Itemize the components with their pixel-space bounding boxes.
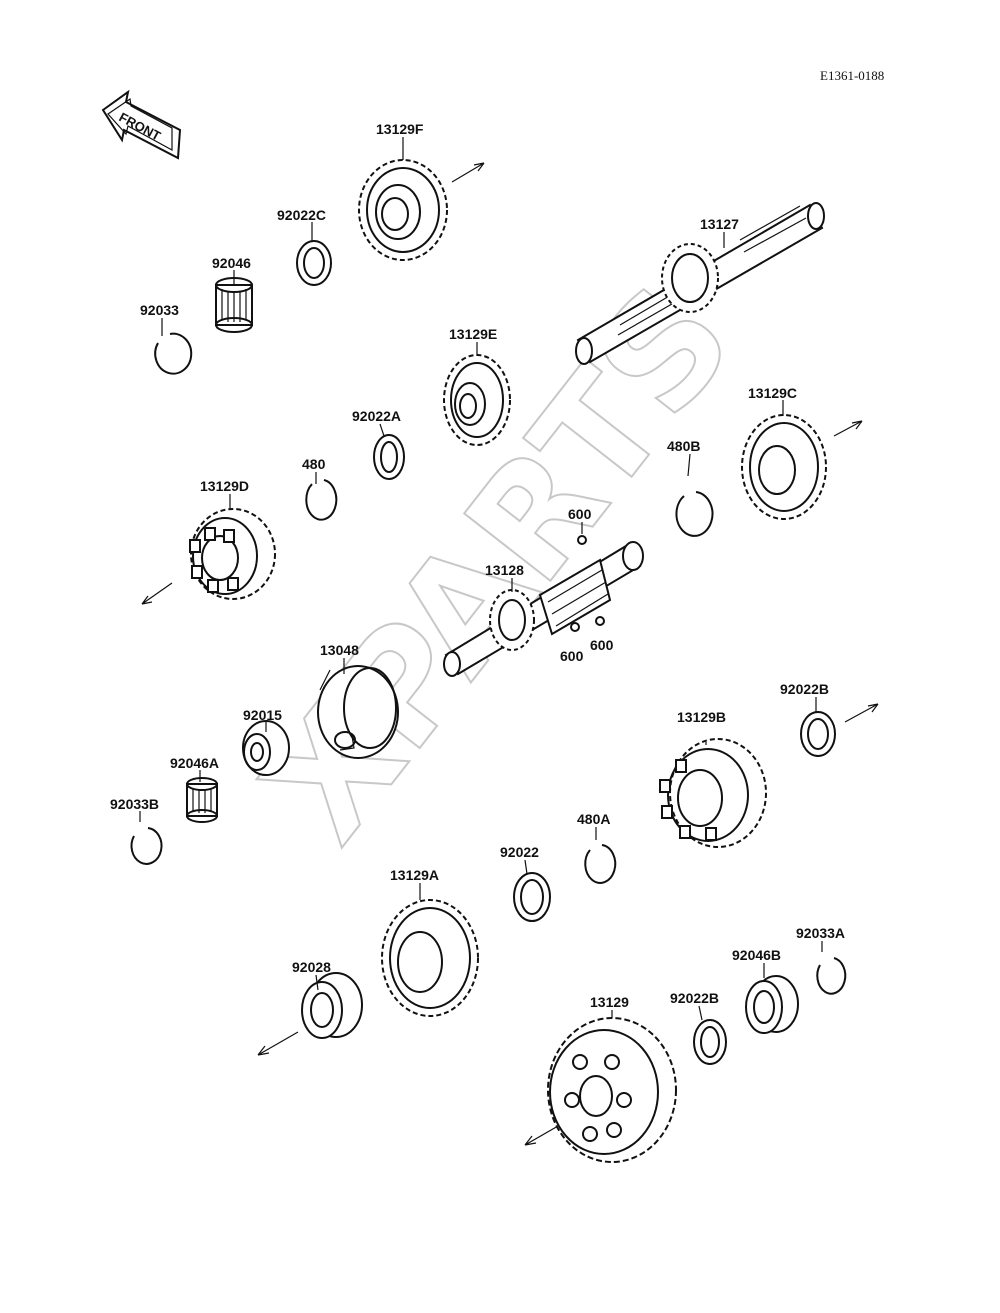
washer-92022B-upper-icon bbox=[800, 711, 836, 757]
circlip-480B-icon bbox=[675, 491, 714, 537]
leader-lines bbox=[139, 137, 823, 1021]
collar-92015-icon bbox=[242, 720, 290, 776]
front-arrow-icon: FRONT bbox=[101, 89, 182, 160]
part-label: 13129C bbox=[748, 385, 797, 401]
part-label: 13048 bbox=[320, 642, 359, 658]
part-label: 92015 bbox=[243, 707, 282, 723]
circlip-92033A-icon bbox=[816, 957, 847, 995]
part-label: 92046A bbox=[170, 755, 219, 771]
bearing-92046B-icon bbox=[745, 975, 799, 1034]
part-label: 600 bbox=[568, 506, 592, 522]
part-label: 13129E bbox=[449, 326, 497, 342]
washer-92022-icon bbox=[513, 872, 551, 922]
part-label: 13128 bbox=[485, 562, 524, 578]
part-label: 92022C bbox=[277, 207, 326, 223]
gear-13129F-icon bbox=[358, 159, 448, 261]
part-label: 92033 bbox=[140, 302, 179, 318]
part-labels: 13129F 92022C 92046 92033 13127 13129E 9… bbox=[110, 121, 845, 1010]
gear-13129B-icon bbox=[659, 738, 767, 848]
part-label: 92028 bbox=[292, 959, 331, 975]
part-label: 600 bbox=[590, 637, 614, 653]
circlip-480A-icon bbox=[584, 844, 617, 884]
part-label: 92022B bbox=[670, 990, 719, 1006]
direction-arrows bbox=[141, 162, 879, 1146]
part-label: 92022 bbox=[500, 844, 539, 860]
part-label: 13129D bbox=[200, 478, 249, 494]
part-label: 13129F bbox=[376, 121, 424, 137]
sleeve-13048-icon bbox=[317, 665, 399, 759]
circlip-480-icon bbox=[305, 479, 338, 521]
bearing-92046A-icon bbox=[186, 777, 218, 823]
part-label: 92033A bbox=[796, 925, 845, 941]
gear-13129C-icon bbox=[741, 414, 827, 520]
part-label: 13129A bbox=[390, 867, 439, 883]
washer-92022B-lower-icon bbox=[693, 1019, 727, 1065]
shaft-13128-icon bbox=[443, 541, 644, 677]
part-label: 480A bbox=[577, 811, 610, 827]
part-label: 600 bbox=[560, 648, 584, 664]
part-label: 13129B bbox=[677, 709, 726, 725]
part-label: 92022A bbox=[352, 408, 401, 424]
gear-13129A-icon bbox=[381, 899, 479, 1017]
circlip-92033B-icon bbox=[130, 827, 163, 865]
washer-92022C-icon bbox=[296, 240, 332, 286]
reference-code: E1361-0188 bbox=[820, 68, 884, 83]
part-label: 92033B bbox=[110, 796, 159, 812]
part-label: 480B bbox=[667, 438, 700, 454]
bearing-92046-icon bbox=[215, 277, 253, 333]
part-label: 13127 bbox=[700, 216, 739, 232]
circlip-92033-icon bbox=[154, 332, 193, 375]
shaft-13127-icon bbox=[575, 202, 825, 365]
part-label: 92022B bbox=[780, 681, 829, 697]
part-label: 92046B bbox=[732, 947, 781, 963]
bushing-92028-icon bbox=[301, 972, 363, 1039]
part-label: 92046 bbox=[212, 255, 251, 271]
gear-13129E-icon bbox=[443, 354, 511, 446]
gear-13129D-icon bbox=[189, 508, 276, 600]
washer-92022A-icon bbox=[373, 434, 405, 480]
part-label: 480 bbox=[302, 456, 326, 472]
gear-13129-icon bbox=[547, 1017, 677, 1163]
ball-600-icons bbox=[570, 535, 605, 632]
part-label: 13129 bbox=[590, 994, 629, 1010]
